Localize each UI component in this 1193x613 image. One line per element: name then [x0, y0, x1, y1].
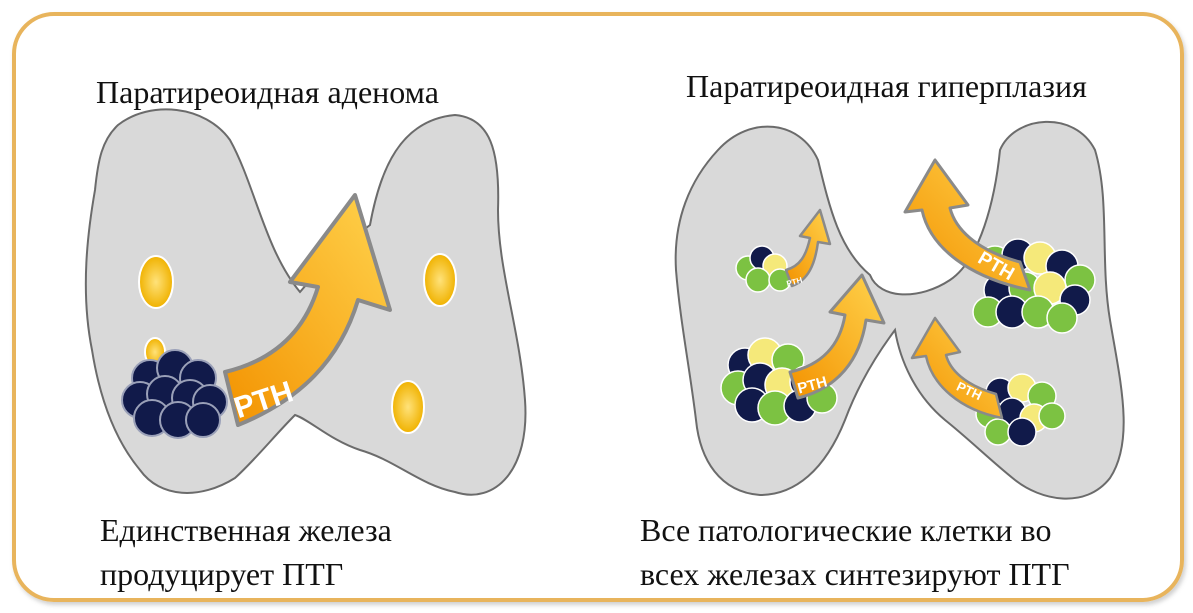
adenoma-caption-line-2: продуцирует ПТГ: [100, 552, 392, 596]
adenoma-caption-line-1: Единственная железа: [100, 508, 392, 552]
hyperplasia-caption-line-2: всех железах синтезируют ПТГ: [640, 552, 1070, 596]
adenoma-title: Паратиреоидная аденома: [96, 72, 439, 112]
left-nodule-3: [392, 381, 424, 433]
left-nodule-2: [424, 254, 456, 306]
hyperplasia-caption: Все патологические клетки во всех железа…: [640, 508, 1070, 596]
adenoma-caption: Единственная железа продуцирует ПТГ: [100, 508, 392, 596]
hyperplasia-caption-line-1: Все патологические клетки во: [640, 508, 1070, 552]
left-nodule-1: [139, 256, 173, 308]
hyperplasia-title: Паратиреоидная гиперплазия: [686, 66, 1087, 106]
